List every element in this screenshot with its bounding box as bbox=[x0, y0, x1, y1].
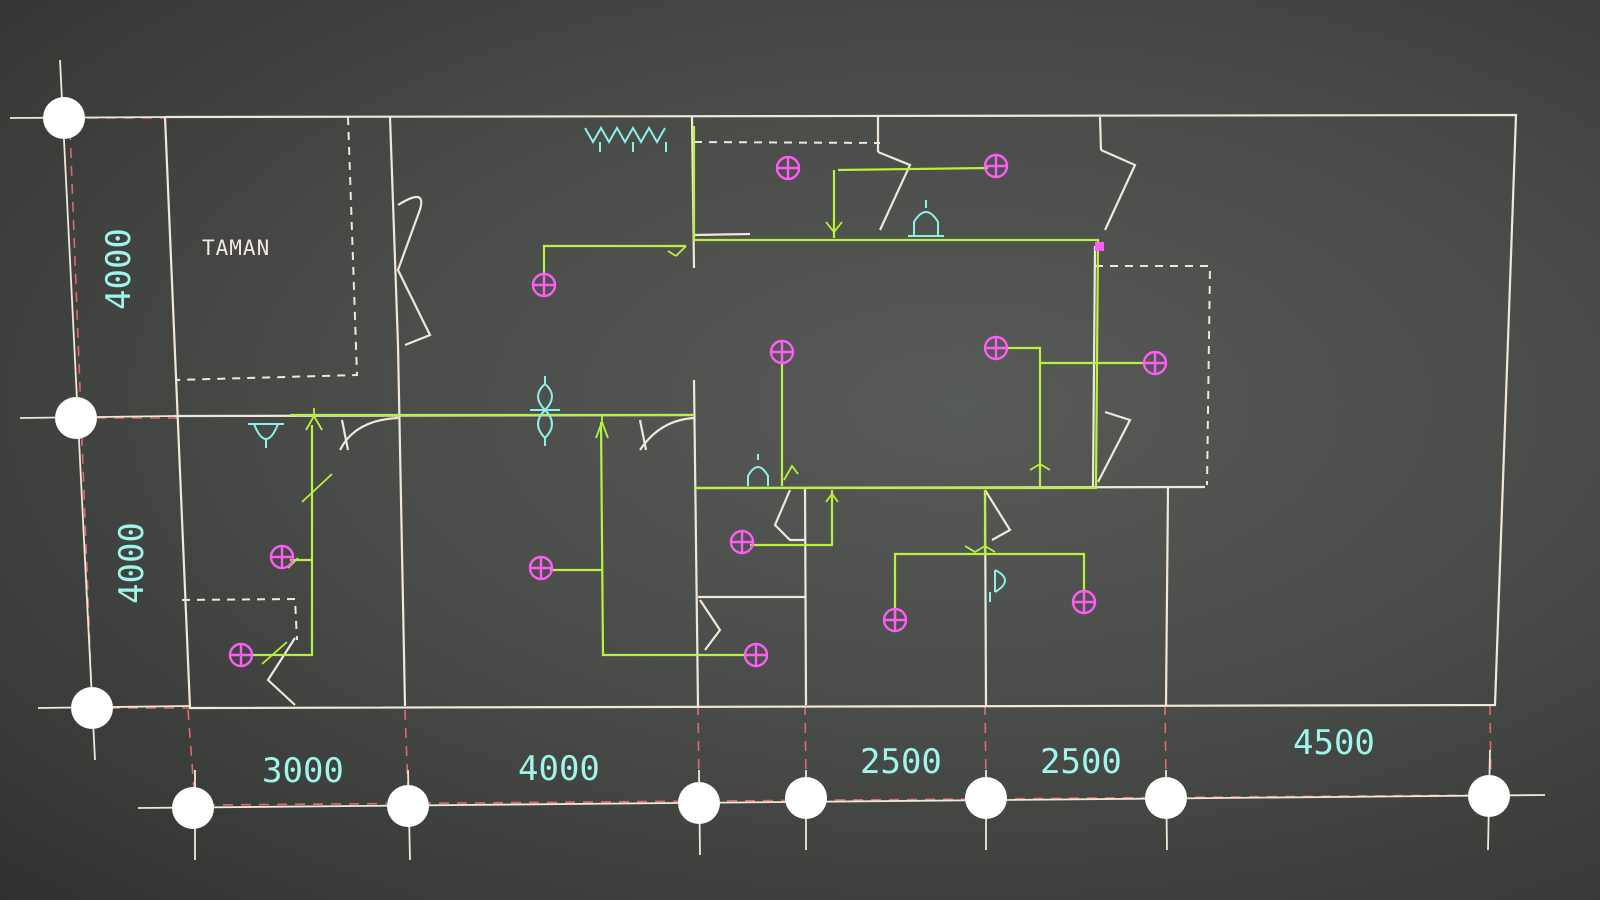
walls bbox=[163, 113, 1518, 710]
switch-icon bbox=[305, 408, 323, 431]
circle-cross-icon bbox=[1071, 589, 1097, 615]
grid-bubble-4 bbox=[785, 777, 827, 819]
switch-icon bbox=[825, 492, 839, 503]
ac-outlet-icon bbox=[908, 200, 944, 237]
circle-cross-icon bbox=[228, 642, 254, 668]
switch-icon bbox=[783, 464, 799, 481]
dimensions: 4000 4000 3000 4000 2500 2500 4500 bbox=[99, 228, 1375, 791]
circle-cross-icon bbox=[1142, 350, 1168, 376]
ac-outlet-icon bbox=[584, 125, 667, 152]
circle-cross-icon bbox=[882, 607, 908, 633]
room-label-taman: TAMAN bbox=[202, 236, 270, 260]
grid-bubble-7 bbox=[1468, 775, 1510, 817]
switch-icon bbox=[964, 544, 996, 554]
ac-outlet-icon bbox=[989, 569, 1006, 602]
circle-cross-icon bbox=[769, 339, 795, 365]
switch-icon bbox=[301, 473, 333, 503]
ac-outlet-icon bbox=[248, 423, 284, 448]
switch-icon bbox=[1029, 462, 1051, 476]
dimension-bottom-2: 4000 bbox=[518, 749, 600, 789]
dimension-left-bottom: 4000 bbox=[112, 522, 152, 604]
junction-marker bbox=[1095, 242, 1104, 251]
switch-icon bbox=[825, 221, 843, 234]
dimension-bottom-4: 2500 bbox=[1040, 742, 1122, 782]
circle-cross-icon bbox=[729, 529, 755, 555]
lamps bbox=[228, 153, 1168, 668]
switches bbox=[261, 221, 1104, 665]
ac-outlet-icon bbox=[747, 454, 769, 486]
grid-bubble-2 bbox=[387, 785, 429, 827]
circle-cross-icon bbox=[269, 544, 295, 570]
switch-icon bbox=[667, 245, 687, 257]
dimension-left-top: 4000 bbox=[99, 228, 139, 310]
dimension-bottom-5: 4500 bbox=[1293, 723, 1375, 763]
wiring bbox=[250, 126, 1150, 657]
grid-bubble-6 bbox=[1145, 777, 1187, 819]
grid-bubbles bbox=[43, 97, 1510, 829]
grid-bubble-3 bbox=[678, 782, 720, 824]
circle-cross-icon bbox=[775, 155, 801, 181]
ac-outlet-icon bbox=[530, 376, 560, 446]
dimension-bottom-3: 2500 bbox=[860, 742, 942, 782]
dimension-bottom-1: 3000 bbox=[262, 751, 344, 791]
grid-axes bbox=[69, 117, 1492, 806]
grid-bubble-c bbox=[71, 687, 113, 729]
switch-icon bbox=[595, 416, 609, 439]
grid-bubble-5 bbox=[965, 777, 1007, 819]
circle-cross-icon bbox=[983, 153, 1009, 179]
circle-cross-icon bbox=[743, 642, 769, 668]
grid-bubble-b bbox=[55, 397, 97, 439]
circle-cross-icon bbox=[528, 555, 554, 581]
dashed-outlines bbox=[174, 116, 1212, 641]
switch-icon bbox=[261, 641, 288, 665]
grid-bubble-a bbox=[43, 97, 85, 139]
circle-cross-icon bbox=[531, 272, 557, 298]
grid-bubble-1 bbox=[172, 787, 214, 829]
circle-cross-icon bbox=[983, 335, 1009, 361]
fixtures bbox=[248, 125, 1006, 602]
